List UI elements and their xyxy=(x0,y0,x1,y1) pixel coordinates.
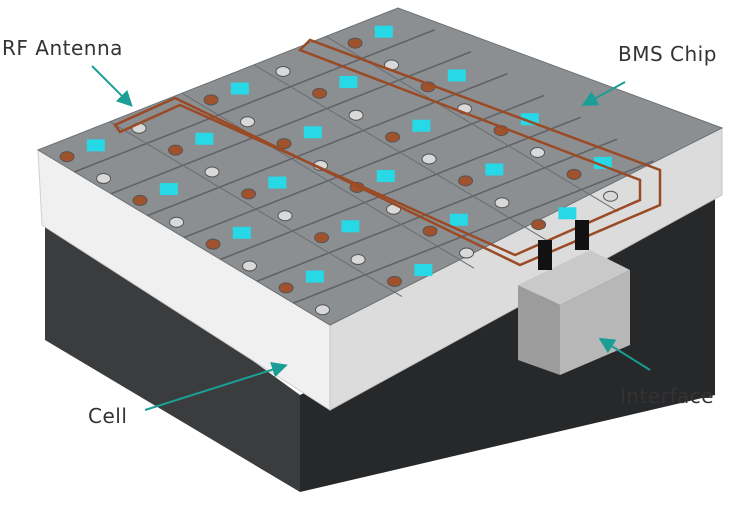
bms-chip-icon xyxy=(339,75,358,88)
terminal-icon xyxy=(530,146,546,158)
terminal-icon xyxy=(275,65,291,77)
terminal-icon xyxy=(385,131,401,143)
interface-arrow xyxy=(598,337,651,371)
terminal-icon xyxy=(278,282,294,294)
terminal-icon xyxy=(459,247,475,259)
terminal-icon xyxy=(169,216,185,228)
terminal-icon xyxy=(494,197,510,209)
terminal-icon xyxy=(59,151,75,163)
terminal-icon xyxy=(314,232,330,244)
cell-divider xyxy=(147,72,508,217)
cell-arrow xyxy=(144,361,288,411)
terminal-icon xyxy=(421,153,437,165)
bms-chip-icon xyxy=(593,156,612,169)
bms-chip-icon xyxy=(414,264,433,277)
terminal-icon xyxy=(348,109,364,121)
terminal-icon xyxy=(277,210,293,222)
rf-antenna-label: RF Antenna xyxy=(2,36,123,60)
terminal-icon xyxy=(350,254,366,266)
terminal-icon xyxy=(132,194,148,206)
bms-chip-icon xyxy=(159,183,178,196)
terminal-icon xyxy=(312,87,328,99)
terminal-icon xyxy=(242,260,258,272)
bms-chip-icon xyxy=(195,132,214,145)
bms-chip-icon xyxy=(268,176,287,189)
terminal-icon xyxy=(240,116,256,128)
bms-chip-icon xyxy=(303,126,322,139)
cell-label: Cell xyxy=(88,404,128,428)
bms-chip-arrow xyxy=(581,81,626,106)
interface-label: Interface xyxy=(620,384,715,408)
bms-chip-icon xyxy=(376,170,395,183)
row-divider xyxy=(109,121,403,298)
terminal-icon xyxy=(241,188,257,200)
cell-divider xyxy=(293,160,654,304)
terminal-icon xyxy=(387,275,403,287)
bms-chip-icon xyxy=(232,226,251,239)
bms-chip-icon xyxy=(305,270,324,283)
bms-chip-icon xyxy=(341,220,360,233)
terminal-icon xyxy=(531,219,547,231)
terminal-icon xyxy=(203,94,219,106)
rf-antenna-arrow xyxy=(91,65,133,107)
bms-chip-icon xyxy=(558,207,577,220)
bms-chip-icon xyxy=(412,119,431,132)
bms-chip-icon xyxy=(374,25,393,38)
interface-box-top xyxy=(518,250,630,305)
terminal-icon xyxy=(422,225,438,237)
terminal-icon xyxy=(315,304,331,316)
row-divider xyxy=(325,35,619,212)
terminal-icon xyxy=(96,173,112,185)
rf-antenna-loop xyxy=(113,38,662,267)
cell-divider xyxy=(256,138,618,282)
interface-box-front xyxy=(518,285,560,375)
terminal-icon xyxy=(205,238,221,250)
bms-chip-icon xyxy=(86,139,105,152)
terminal-icon xyxy=(347,37,363,49)
bms-chip-icon xyxy=(447,69,466,82)
connector xyxy=(575,220,589,250)
cell-divider xyxy=(110,51,472,195)
bms-chips xyxy=(86,25,612,283)
base-left-face xyxy=(45,210,300,492)
terminal-icon xyxy=(168,144,184,156)
cell-divider xyxy=(74,29,435,173)
terminal-icon xyxy=(603,190,619,202)
bms-chip-label: BMS Chip xyxy=(618,42,717,66)
terminal-icon xyxy=(566,168,582,180)
bms-chip-icon xyxy=(230,82,249,95)
bms-chip-icon xyxy=(485,163,504,176)
bms-chip-icon xyxy=(449,213,468,226)
row-divider xyxy=(181,92,475,269)
terminal-icon xyxy=(276,138,292,150)
cell-divider xyxy=(220,116,581,261)
row-divider xyxy=(253,64,547,241)
connector xyxy=(538,240,552,270)
terminal-icon xyxy=(458,175,474,187)
terminal-icon xyxy=(204,166,220,178)
